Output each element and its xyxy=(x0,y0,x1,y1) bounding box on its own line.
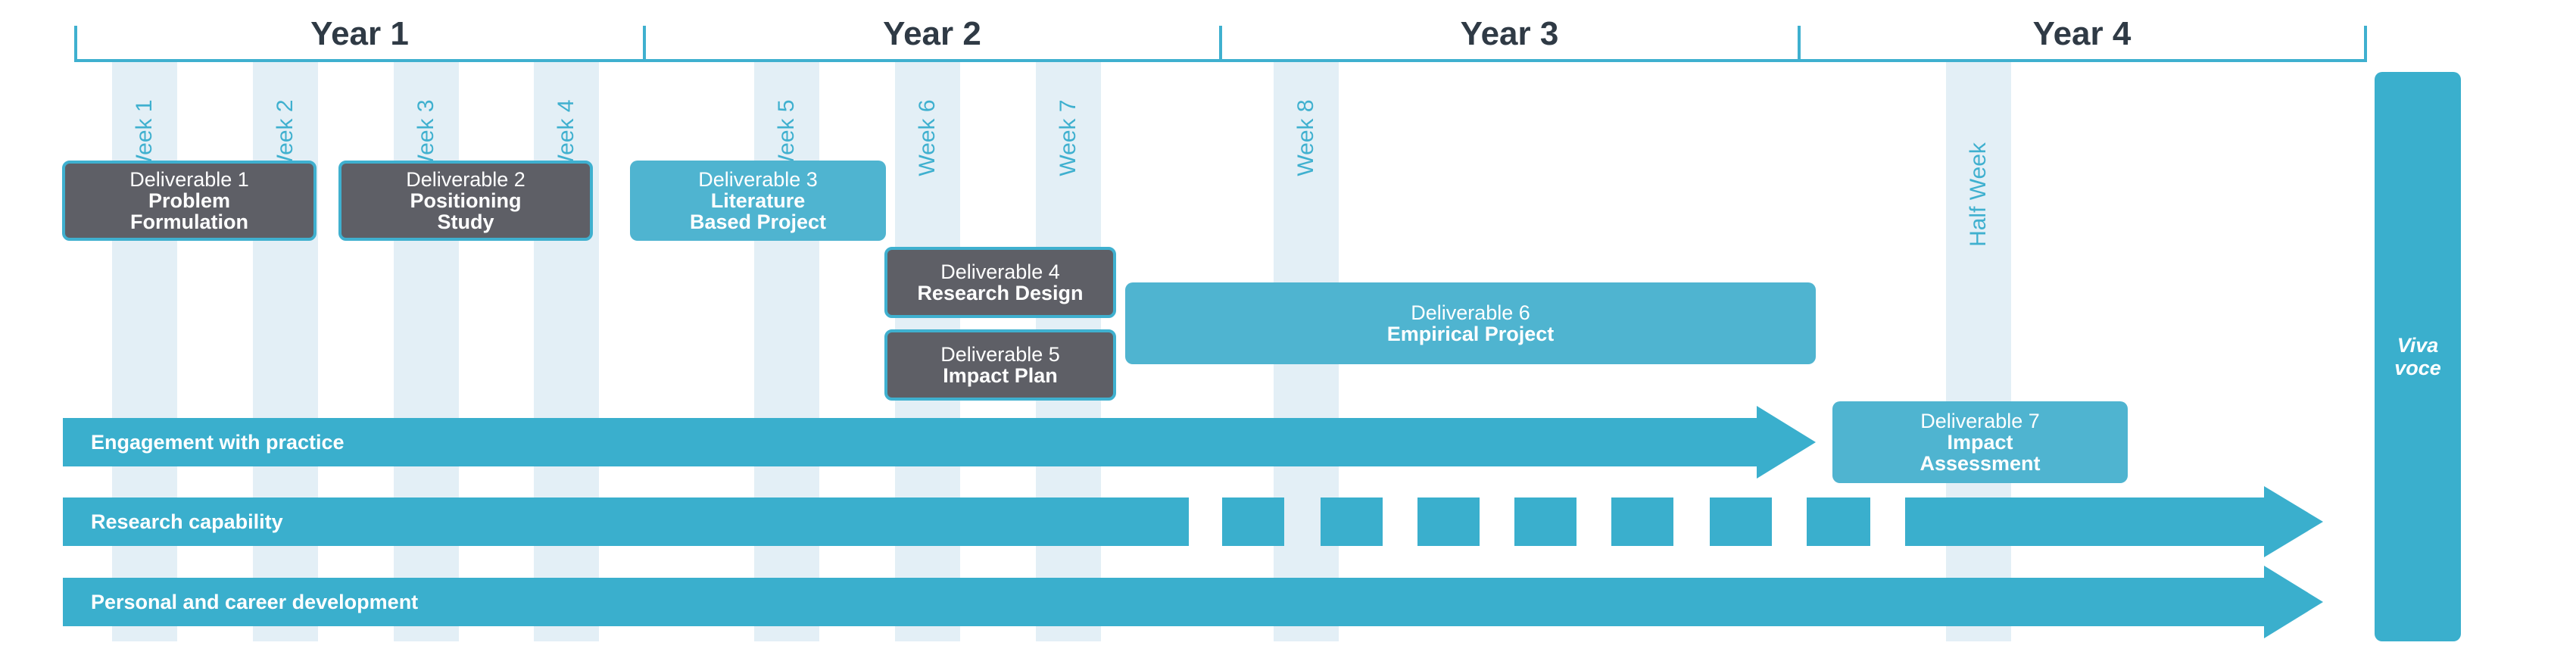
year-3-label: Year 3 xyxy=(1460,15,1559,52)
research-capability-arrow xyxy=(63,486,2323,557)
deliverable-title: Study xyxy=(437,211,494,233)
year-1-label: Year 1 xyxy=(310,15,409,52)
deliverable-number: Deliverable 5 xyxy=(940,343,1060,366)
deliverable-3: Deliverable 3 Literature Based Project xyxy=(630,161,886,241)
deliverable-title: Based Project xyxy=(689,211,827,233)
deliverable-5: Deliverable 5 Impact Plan xyxy=(884,329,1116,401)
year-divider xyxy=(74,26,77,62)
stream-label-career-development: Personal and career development xyxy=(91,591,419,613)
viva-voce-block: Viva voce xyxy=(2375,72,2461,641)
deliverable-title: Assessment xyxy=(1920,452,2041,475)
deliverable-title: Formulation xyxy=(130,211,248,233)
year-divider xyxy=(1798,26,1801,62)
deliverable-1: Deliverable 1 Problem Formulation xyxy=(62,161,317,241)
deliverable-title: Empirical Project xyxy=(1386,323,1555,345)
engagement-arrow xyxy=(63,406,1816,479)
year-divider xyxy=(1219,26,1222,62)
deliverable-number: Deliverable 2 xyxy=(406,168,525,191)
deliverable-title: Impact xyxy=(1947,431,2013,454)
deliverable-number: Deliverable 3 xyxy=(698,168,818,191)
career-development-arrow xyxy=(63,566,2323,638)
deliverable-title: Impact Plan xyxy=(943,364,1058,387)
deliverable-title: Literature xyxy=(710,189,806,212)
deliverable-title: Research Design xyxy=(917,282,1084,304)
deliverable-number: Deliverable 6 xyxy=(1411,301,1530,324)
year-2-label: Year 2 xyxy=(883,15,981,52)
deliverable-number: Deliverable 4 xyxy=(940,260,1060,283)
voce-label: voce xyxy=(2394,357,2441,379)
deliverable-title: Positioning xyxy=(410,189,522,212)
deliverable-4: Deliverable 4 Research Design xyxy=(884,247,1116,318)
stream-label-engagement: Engagement with practice xyxy=(91,431,345,454)
deliverable-6: Deliverable 6 Empirical Project xyxy=(1125,282,1816,364)
deliverable-number: Deliverable 1 xyxy=(129,168,249,191)
viva-label: Viva xyxy=(2397,334,2439,357)
deliverable-2: Deliverable 2 Positioning Study xyxy=(338,161,593,241)
stream-label-research-capability: Research capability xyxy=(91,510,283,533)
deliverable-title: Problem xyxy=(148,189,231,212)
deliverable-7: Deliverable 7 Impact Assessment xyxy=(1832,401,2128,483)
year-divider xyxy=(643,26,646,62)
deliverable-number: Deliverable 7 xyxy=(1920,410,2040,432)
year-4-label: Year 4 xyxy=(2032,15,2132,52)
year-divider xyxy=(2364,26,2367,62)
